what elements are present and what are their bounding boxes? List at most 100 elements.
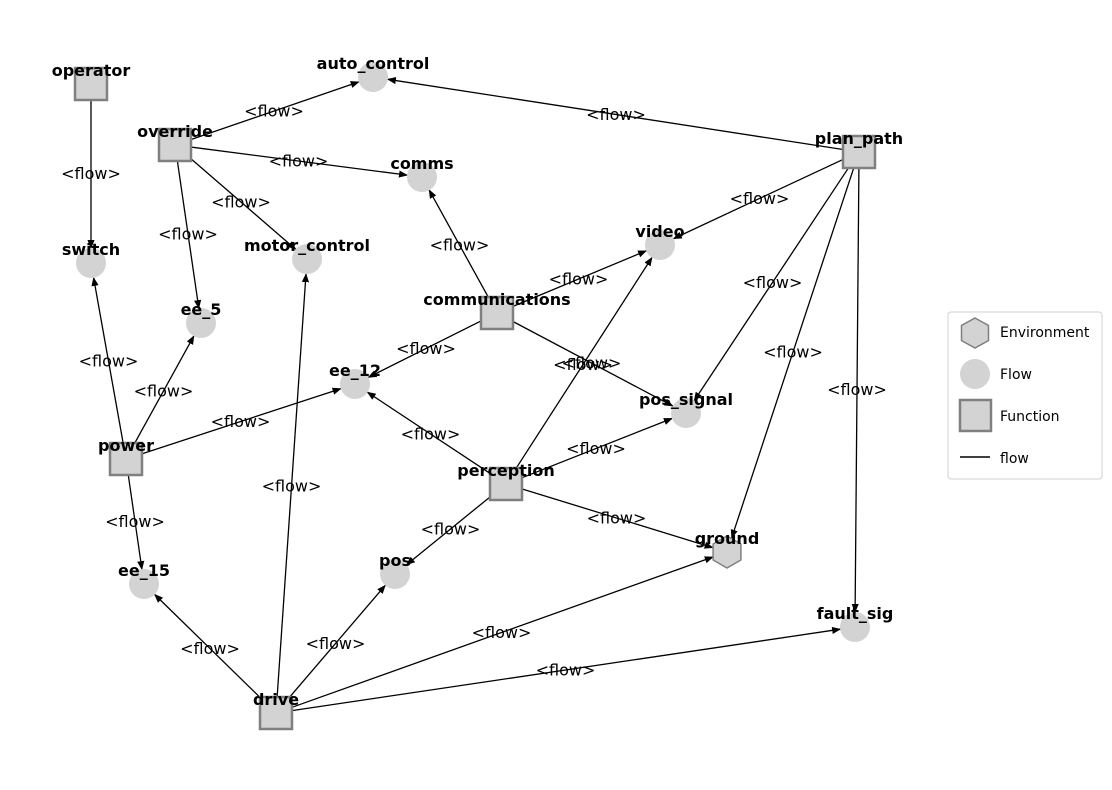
edge-perception-to-video	[514, 256, 653, 471]
edge-communications-to-pos_signal	[511, 320, 674, 407]
edge-label-power-to-ee_15: <flow>	[105, 512, 165, 531]
node-label-ee_5: ee_5	[181, 300, 222, 319]
edge-label-drive-to-motor_control: <flow>	[262, 477, 322, 496]
node-video	[645, 230, 675, 260]
node-plan_path	[841, 134, 877, 170]
node-labels-layer: operator override plan_path communications p…	[52, 54, 903, 709]
edge-label-plan_path-to-fault_sig: <flow>	[827, 380, 887, 399]
edge-plan_path-to-video	[672, 158, 844, 240]
edge-label-override-to-ee_5: <flow>	[158, 225, 218, 244]
node-motor_control	[292, 244, 322, 274]
legend-environment-label: Environment	[1000, 325, 1090, 341]
node-perception	[488, 466, 524, 502]
edge-label-plan_path-to-video: <flow>	[730, 189, 790, 208]
edge-perception-to-pos_signal	[521, 417, 673, 479]
node-drive	[258, 695, 294, 731]
node-label-operator: operator	[52, 61, 131, 80]
node-communications	[479, 295, 515, 331]
edges-layer	[87, 76, 860, 712]
edge-power-to-switch	[91, 276, 124, 443]
node-pos	[380, 559, 410, 589]
node-label-power: power	[98, 436, 154, 455]
edge-label-drive-to-pos: <flow>	[306, 634, 366, 653]
edge-label-perception-to-ee_12: <flow>	[401, 425, 461, 444]
node-label-override: override	[137, 122, 213, 141]
edge-label-power-to-ee_12: <flow>	[211, 412, 271, 431]
edge-override-to-ee_5	[176, 161, 202, 310]
edge-plan_path-to-ground	[730, 167, 855, 539]
edge-label-operator-to-switch: <flow>	[61, 164, 121, 183]
node-label-video: video	[635, 222, 684, 241]
node-label-pos: pos	[379, 551, 411, 570]
edge-communications-to-comms	[428, 189, 490, 299]
node-ee_5	[186, 308, 216, 338]
node-pos_signal	[671, 398, 701, 428]
legend-flow-label: Flow	[1000, 367, 1032, 383]
edge-label-communications-to-ee_12: <flow>	[396, 339, 456, 358]
edge-communications-to-ee_12	[367, 320, 483, 378]
edge-drive-to-pos	[286, 584, 386, 701]
edge-override-to-comms	[191, 146, 408, 178]
node-label-comms: comms	[390, 154, 453, 173]
edge-power-to-ee_15	[127, 475, 145, 571]
edge-plan_path-to-pos_signal	[693, 165, 851, 402]
node-label-motor_control: motor_control	[244, 236, 370, 255]
node-label-communications: communications	[423, 290, 570, 309]
edge-drive-to-ee_15	[154, 593, 265, 702]
legend-flow-swatch	[960, 359, 990, 389]
edge-label-plan_path-to-pos_signal: <flow>	[743, 273, 803, 292]
edge-label-power-to-switch: <flow>	[79, 352, 139, 371]
node-label-switch: switch	[62, 240, 120, 259]
node-label-drive: drive	[253, 690, 299, 709]
edge-drive-to-motor_control	[276, 273, 310, 697]
edge-label-communications-to-video: <flow>	[549, 270, 609, 289]
edge-perception-to-ee_12	[366, 391, 493, 476]
node-label-perception: perception	[457, 461, 555, 480]
edge-label-perception-to-video: <flow>	[553, 355, 613, 374]
node-label-plan_path: plan_path	[815, 129, 903, 148]
edge-drive-to-ground	[291, 556, 714, 708]
edge-label-drive-to-ee_15: <flow>	[180, 639, 240, 658]
edge-label-perception-to-pos_signal: <flow>	[566, 439, 626, 458]
node-auto_control	[358, 62, 388, 92]
edge-plan_path-to-fault_sig	[851, 168, 860, 613]
node-label-ground: ground	[695, 529, 760, 548]
node-comms	[407, 162, 437, 192]
edge-labels-layer: <flow><flow><flow><flow><flow><flow><flo…	[61, 102, 887, 680]
node-fault_sig	[840, 612, 870, 642]
edge-label-power-to-ee_5: <flow>	[134, 382, 194, 401]
edge-label-perception-to-ground: <flow>	[587, 509, 647, 528]
node-ground	[712, 535, 742, 569]
legend-frame	[947, 311, 1103, 480]
legend: Environment Flow Function flow	[947, 311, 1103, 480]
node-operator	[73, 66, 109, 102]
edge-label-drive-to-fault_sig: <flow>	[536, 661, 596, 680]
node-ee_12	[340, 369, 370, 399]
edge-perception-to-ground	[522, 488, 714, 549]
node-label-ee_12: ee_12	[329, 361, 381, 380]
node-label-auto_control: auto_control	[317, 54, 430, 73]
node-ee_15	[129, 569, 159, 599]
edge-communications-to-video	[512, 250, 648, 308]
edge-power-to-ee_5	[133, 335, 195, 445]
node-power	[108, 441, 144, 477]
edge-label-communications-to-pos_signal: <flow>	[562, 354, 622, 373]
edge-label-override-to-auto_control: <flow>	[244, 102, 304, 121]
edge-label-drive-to-ground: <flow>	[472, 623, 532, 642]
node-label-ee_15: ee_15	[118, 561, 170, 580]
node-label-pos_signal: pos_signal	[639, 390, 733, 409]
edge-label-plan_path-to-auto_control: <flow>	[586, 105, 646, 124]
edge-label-perception-to-pos: <flow>	[421, 520, 481, 539]
edge-label-override-to-motor_control: <flow>	[211, 193, 271, 212]
edge-label-plan_path-to-ground: <flow>	[763, 343, 823, 362]
node-label-fault_sig: fault_sig	[817, 604, 894, 623]
nodes-layer	[73, 62, 877, 731]
edge-perception-to-pos	[406, 494, 494, 566]
edge-drive-to-fault_sig	[292, 626, 842, 712]
edge-power-to-ee_12	[141, 387, 342, 455]
legend-function-label: Function	[1000, 409, 1060, 425]
node-switch	[76, 248, 106, 278]
edge-override-to-auto_control	[190, 81, 360, 141]
legend-environment-swatch	[960, 317, 990, 349]
